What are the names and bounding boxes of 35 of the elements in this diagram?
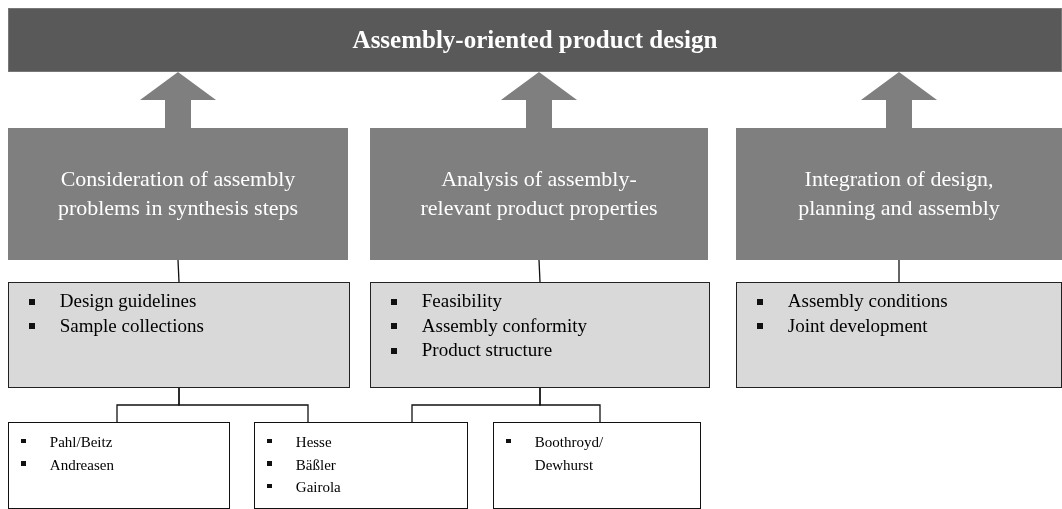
block-arrow bbox=[140, 72, 216, 128]
author-box bbox=[493, 422, 701, 509]
connector-line bbox=[898, 259, 900, 283]
list-item: Joint development bbox=[787, 313, 928, 338]
list-item: Assembly conformity bbox=[421, 313, 587, 338]
block-arrow bbox=[501, 72, 577, 128]
list-item: Boothroyd/ Dewhurst bbox=[534, 433, 605, 475]
list-item: Sample collections bbox=[59, 313, 204, 338]
list-item: Pahl/Beitz bbox=[49, 433, 113, 452]
heading-text: Consideration of assembly problems in synthesis steps bbox=[56, 165, 300, 222]
title-banner bbox=[8, 8, 1062, 72]
connector-line bbox=[178, 387, 309, 423]
method-box bbox=[736, 282, 1062, 388]
list-item: Feasibility bbox=[421, 289, 502, 313]
list-item: Gairola bbox=[295, 478, 341, 497]
list-item: Design guidelines bbox=[59, 289, 197, 313]
category-box bbox=[370, 128, 708, 260]
author-box bbox=[8, 422, 230, 509]
method-box bbox=[370, 282, 710, 388]
list-item: Hesse bbox=[295, 433, 332, 452]
list-item: Bäßler bbox=[295, 455, 336, 475]
list-item: Assembly conditions bbox=[787, 289, 948, 313]
block-arrow bbox=[861, 72, 937, 128]
method-box bbox=[8, 282, 350, 388]
list-item: Andreasen bbox=[49, 455, 114, 475]
heading-text: Assembly-oriented product design bbox=[352, 26, 718, 54]
category-box bbox=[736, 128, 1062, 260]
author-box bbox=[254, 422, 468, 509]
list-item: Product structure bbox=[421, 338, 553, 363]
category-box bbox=[8, 128, 348, 260]
connector-line bbox=[177, 259, 180, 283]
connector-line bbox=[539, 387, 601, 423]
heading-text: Integration of design, planning and assembly bbox=[797, 165, 1001, 222]
connector-line bbox=[538, 259, 541, 283]
heading-text: Analysis of assembly-relevant product properties bbox=[419, 165, 659, 222]
